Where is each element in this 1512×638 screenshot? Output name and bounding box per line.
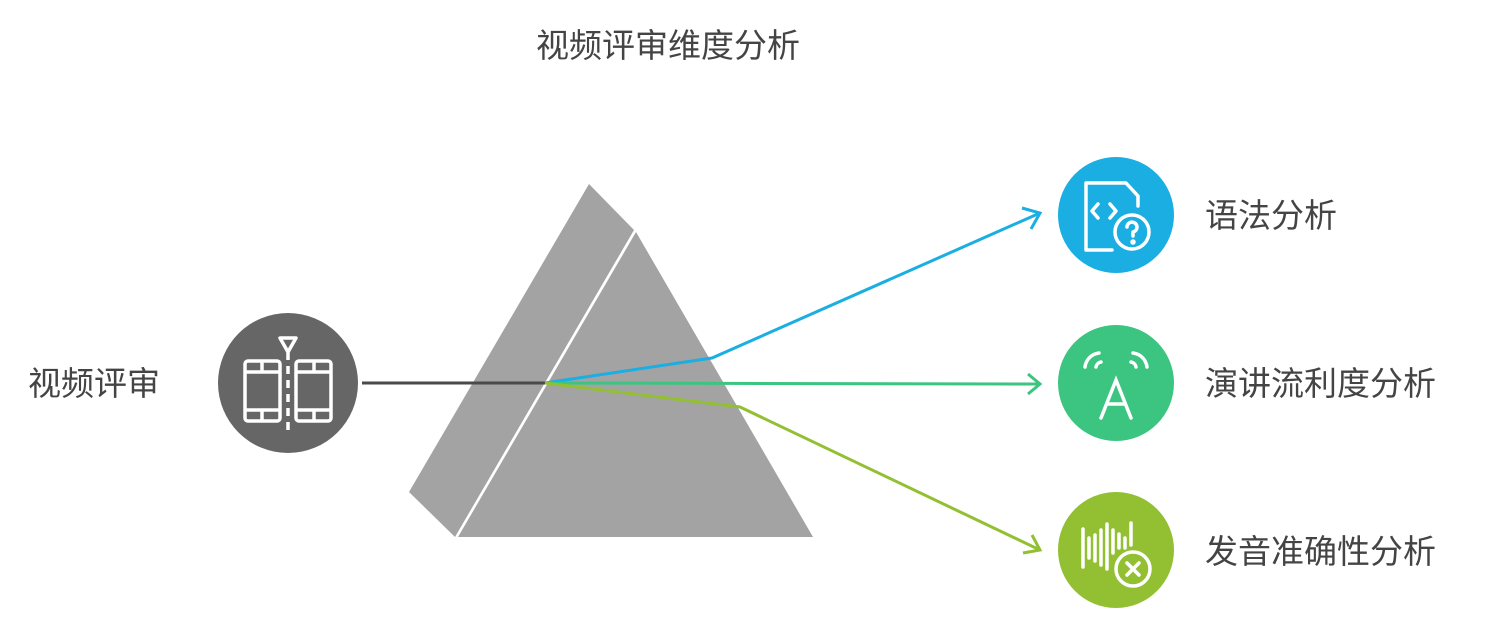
arrowhead-pronunciation <box>1022 534 1043 555</box>
soundwave-x-icon <box>1081 521 1152 588</box>
source-label: 视频评审 <box>28 364 160 403</box>
beam-pronunciation <box>544 381 1041 552</box>
output-label-pronunciation: 发音准确性分析 <box>1205 532 1436 571</box>
speech-a-icon <box>1083 351 1149 420</box>
output-label-fluency: 演讲流利度分析 <box>1205 364 1436 403</box>
diagram-title: 视频评审维度分析 <box>536 26 800 65</box>
source-node <box>218 313 358 453</box>
prism-side-face <box>409 184 634 537</box>
output-label-grammar: 语法分析 <box>1205 196 1337 235</box>
beam-fluency <box>544 381 1041 386</box>
output-node-grammar <box>1058 157 1174 273</box>
arrowhead-grammar <box>1021 206 1043 230</box>
output-node-fluency <box>1058 325 1174 441</box>
film-split-icon <box>243 336 333 432</box>
output-node-pronunciation <box>1058 492 1174 608</box>
arrowhead-fluency <box>1027 372 1043 396</box>
beam-grammar <box>544 211 1041 385</box>
prism <box>409 184 813 537</box>
code-file-question-icon <box>1084 181 1151 252</box>
